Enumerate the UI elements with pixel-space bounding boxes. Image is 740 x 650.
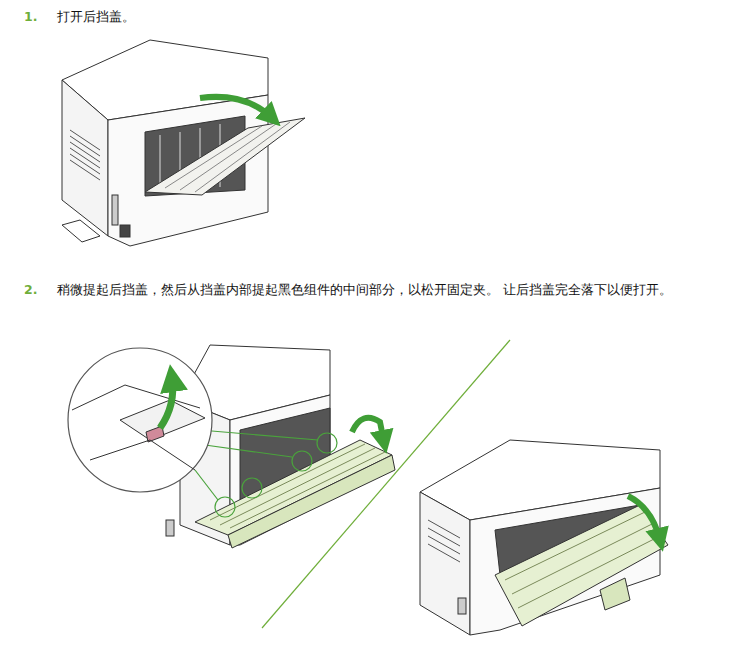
step-text: 打开后挡盖。 (57, 8, 135, 25)
lift-arrow (160, 378, 173, 428)
motion-arrow (628, 496, 660, 540)
step-number: 1. (24, 8, 37, 25)
printer-figure-2b (420, 440, 668, 635)
zoom-detail (72, 385, 205, 470)
zoom-circle (68, 348, 212, 492)
motion-arrow (352, 418, 384, 442)
printer-figure-1 (62, 40, 305, 246)
step-number: 2. (24, 281, 37, 298)
step-text: 稍微提起后挡盖，然后从挡盖内部提起黑色组件的中间部分，以松开固定夹。 让后挡盖完… (57, 281, 672, 298)
clip-circles (195, 430, 337, 517)
motion-arrow (200, 97, 272, 118)
